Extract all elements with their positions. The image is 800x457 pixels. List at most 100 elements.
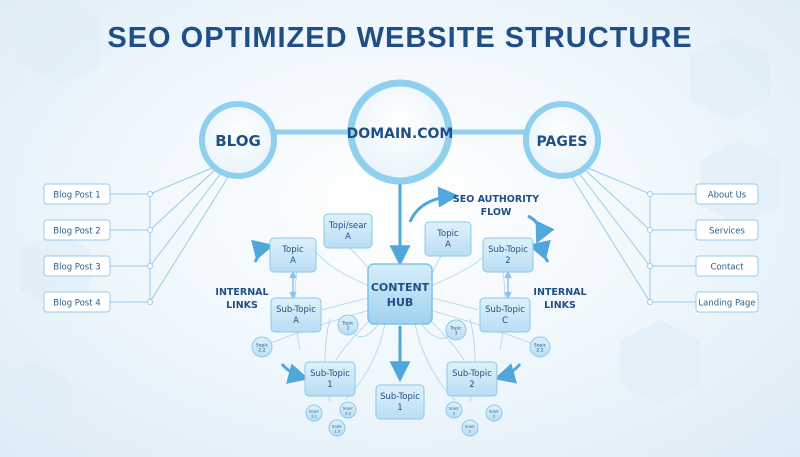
small-node-line1: Topic: [449, 326, 462, 332]
small-node-line2: 2: [453, 411, 456, 416]
seo-authority-line1: SEO AUTHORITY: [453, 194, 539, 205]
topic-box-line1: Topic: [281, 245, 304, 255]
page-link-2[interactable]: Services: [695, 219, 759, 241]
topic-box-line2: A: [290, 256, 296, 266]
blog-post-label: Blog Post 2: [53, 227, 100, 237]
small-node-line2: 1: [347, 326, 350, 332]
blog-post-2[interactable]: Blog Post 2: [43, 219, 111, 241]
small-node-line2: 1: [469, 429, 472, 434]
small-node-line2: 2: [493, 414, 496, 419]
topic-box-line2: A: [345, 232, 351, 242]
blog-post-list: Blog Post 1 Blog Post 2 Blog Post 3 Blog Po…: [43, 183, 111, 313]
pages-connectors: [569, 167, 696, 303]
page-link-label: About Us: [708, 191, 747, 201]
topic-box-line2: 1: [327, 380, 332, 390]
pages-circle[interactable]: PAGES: [523, 101, 601, 179]
blog-post-label: Blog Post 4: [53, 299, 100, 309]
seo-flow-arrow: [408, 186, 460, 223]
page-link-label: Services: [709, 227, 745, 237]
topic-box-line1: Topi/sear: [328, 221, 367, 231]
page-link-label: Landing Page: [698, 299, 755, 309]
small-node-line2: 2.2: [258, 348, 265, 354]
topic-box-line2: 1: [397, 403, 402, 413]
small-node-line2: 3: [455, 331, 458, 337]
page-title: SEO OPTIMIZED WEBSITE STRUCTURE: [107, 22, 693, 54]
blog-circle[interactable]: BLOG: [199, 101, 277, 179]
small-node-line2: 2.2: [536, 348, 543, 354]
internal-arrow-right-bottom: [493, 363, 522, 384]
topic-box-line2: 2: [505, 256, 510, 266]
topic-box-line1: Sub-Topic: [310, 369, 350, 379]
small-node-line1: Topic: [341, 321, 354, 327]
topic-box-line1: Sub-Topic: [485, 305, 525, 315]
blog-connectors: [110, 167, 231, 303]
small-node-line2: 3.1: [311, 414, 318, 419]
topic-box-line2: A: [445, 240, 451, 250]
page-link-1[interactable]: About Us: [695, 183, 759, 205]
small-node-line1: Sopic: [256, 343, 269, 349]
small-node-line1: Sopic: [489, 409, 499, 414]
small-node-line2: 1.3: [334, 429, 341, 434]
topic-box-line1: Sub-Topic: [276, 305, 316, 315]
blog-post-3[interactable]: Blog Post 3: [43, 255, 111, 277]
internal-links-left-line2: LINKS: [226, 300, 258, 311]
topic-box-line2: A: [293, 316, 299, 326]
seo-authority-line2: FLOW: [481, 207, 512, 218]
domain-label: DOMAIN.COM: [347, 126, 454, 142]
domain-circle[interactable]: DOMAIN.COM: [347, 79, 454, 185]
internal-arrow-left-bottom: [280, 363, 310, 384]
small-node-line1: Sopic: [343, 406, 353, 411]
small-node-line1: Sopic: [332, 424, 342, 429]
blog-post-4[interactable]: Blog Post 4: [43, 291, 111, 313]
blog-label: BLOG: [215, 132, 261, 150]
page-link-3[interactable]: Contact: [695, 255, 759, 277]
topic-box-line2: 2: [469, 380, 474, 390]
blog-post-1[interactable]: Blog Post 1: [43, 183, 111, 205]
internal-links-right-line1: INTERNAL: [533, 287, 586, 298]
blog-post-label: Blog Post 1: [53, 191, 100, 201]
content-hub-line2: HUB: [387, 296, 414, 309]
topic-box-line2: C: [502, 316, 508, 326]
content-hub-box[interactable]: CONTENT HUB: [367, 263, 433, 325]
content-hub-line1: CONTENT: [371, 281, 430, 294]
internal-arrow-left-top: [251, 239, 275, 263]
internal-links-right-line2: LINKS: [544, 300, 576, 311]
seo-flow-arrow-right: [527, 214, 555, 244]
topic-box-line1: Sub-Topic: [488, 245, 528, 255]
topic-box-line1: Topic: [436, 229, 459, 239]
small-node-line1: Sopic: [534, 343, 547, 349]
blog-post-label: Blog Post 3: [53, 263, 100, 273]
small-node-line1: Sopic: [309, 409, 319, 414]
small-node-line1: Sopic: [449, 406, 459, 411]
pages-label: PAGES: [537, 134, 588, 150]
topic-box-line1: Sub-Topic: [452, 369, 492, 379]
page-link-label: Contact: [710, 263, 744, 273]
topic-box-line1: Sub-Topic: [380, 392, 420, 402]
page-link-4[interactable]: Landing Page: [695, 291, 759, 313]
internal-arrow-right-top: [527, 239, 551, 263]
internal-links-left-line1: INTERNAL: [215, 287, 268, 298]
